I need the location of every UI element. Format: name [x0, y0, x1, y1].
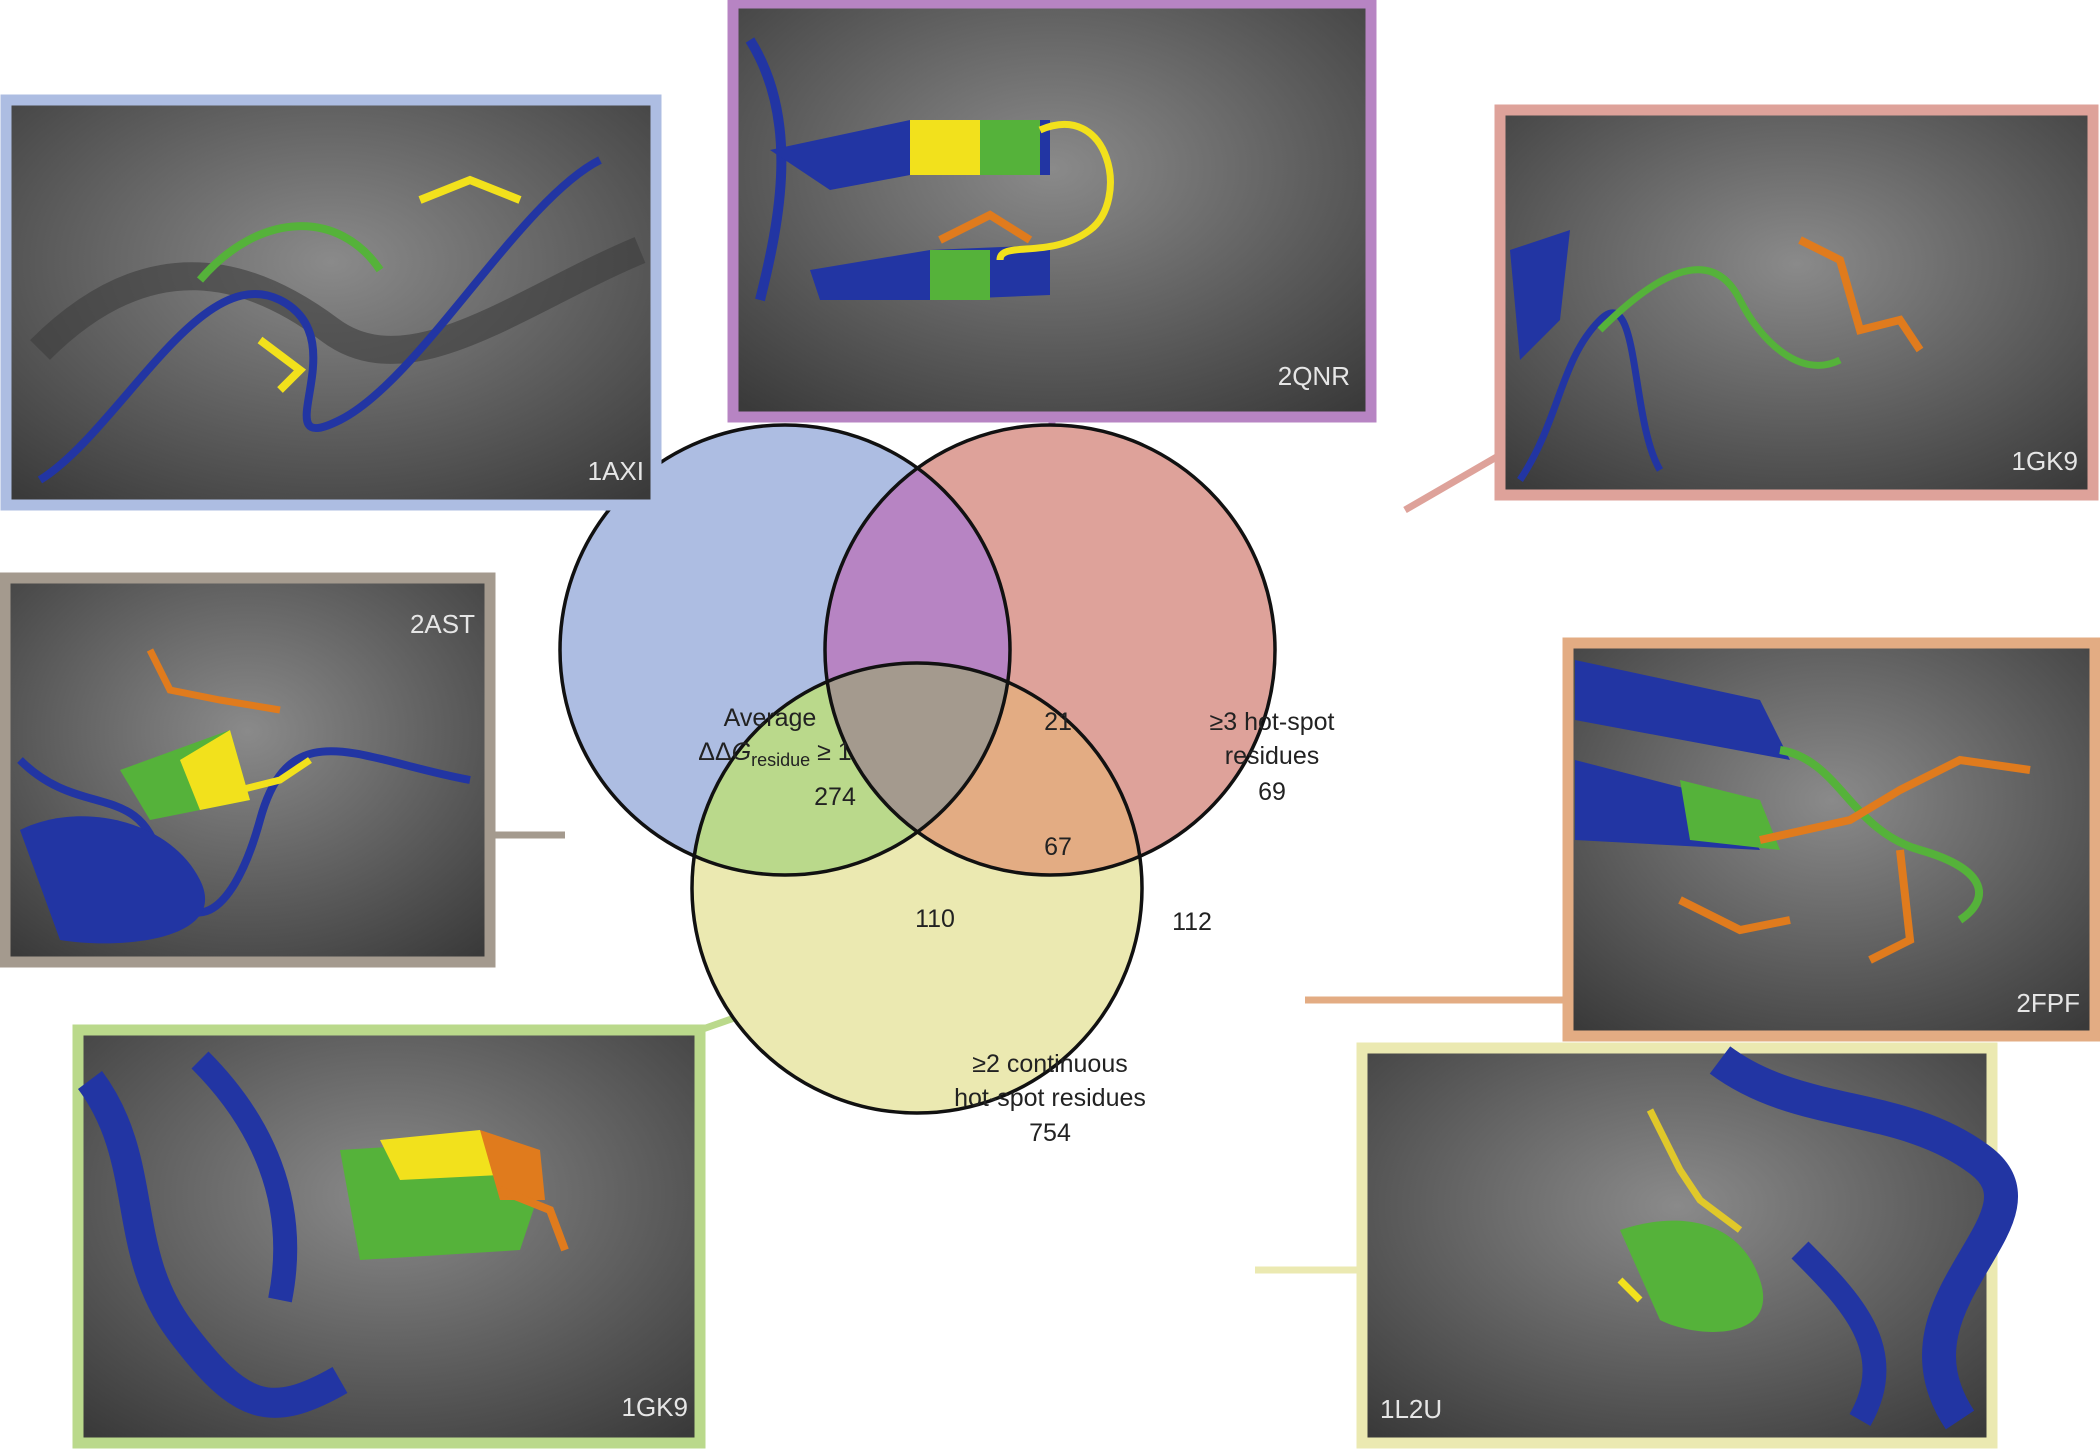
label-average-line1: Average: [724, 704, 817, 732]
panel-frame: [727, 0, 1377, 423]
count-continuous-only: 754: [1029, 1119, 1071, 1147]
count-average-only: 274: [814, 783, 856, 811]
structure-panel-2ast: 2AST: [0, 572, 496, 968]
connector-line-1gk9-top: [1403, 451, 1502, 514]
count-hotspot3-continuous: 112: [1172, 908, 1212, 936]
structure-panel-2fpf: 2FPF: [1562, 637, 2100, 1042]
panel-label: 1AXI: [588, 456, 644, 486]
count-average-continuous: 110: [915, 905, 955, 933]
label-average-line2: ΔΔGresidue ≥ 1: [698, 738, 851, 770]
label-continuous-line1: ≥2 continuous: [972, 1050, 1128, 1078]
label-continuous-line2: hot-spot residues: [954, 1084, 1146, 1112]
count-all-three: 67: [1044, 833, 1072, 861]
count-hotspot3-only: 69: [1258, 778, 1286, 806]
structure-panel-1gk9-top: 1GK9: [1494, 104, 2099, 501]
panel-frame: [1494, 104, 2099, 501]
structure-panel-2qnr: 2QNR: [727, 0, 1377, 423]
panel-label: 2FPF: [2016, 988, 2080, 1018]
structure-panel-1axi: 1AXI: [0, 94, 662, 511]
panel-label: 1GK9: [622, 1392, 689, 1422]
panel-label: 1L2U: [1380, 1394, 1442, 1424]
count-average-hotspot3: 21: [1044, 708, 1072, 736]
panel-label: 2AST: [410, 609, 475, 639]
structure-panel-1gk9-bottom: 1GK9: [72, 1024, 706, 1449]
panel-label: 1GK9: [2012, 446, 2079, 476]
venn-diagram: Average ΔΔGresidue ≥ 1 274 ≥3 hot-spot r…: [558, 423, 1335, 1147]
structure-panel-1l2u: 1L2U: [1356, 1042, 2018, 1449]
panel-label: 2QNR: [1278, 361, 1350, 391]
label-hotspot3-line2: residues: [1225, 742, 1320, 770]
label-hotspot3-line1: ≥3 hot-spot: [1210, 708, 1335, 736]
